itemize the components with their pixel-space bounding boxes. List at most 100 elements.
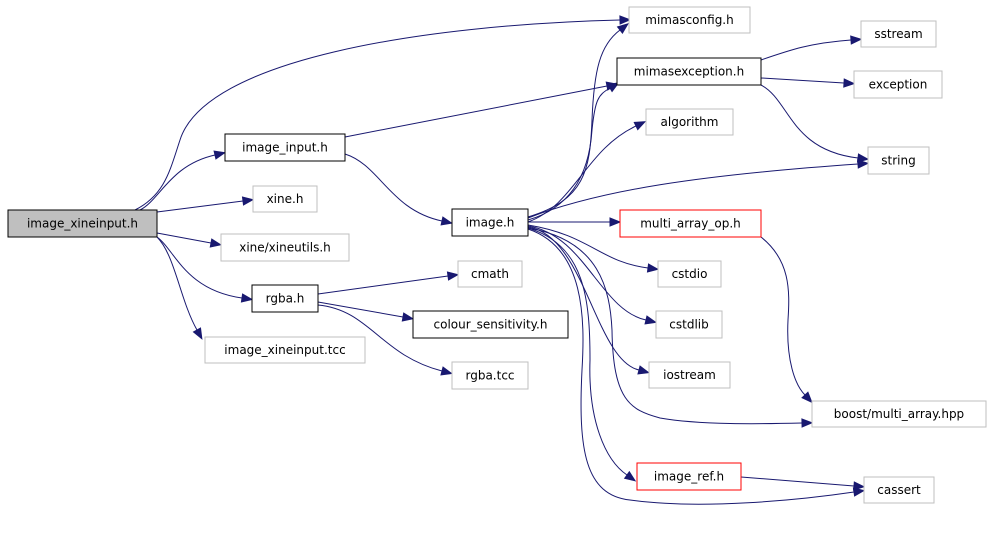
edge-line [527,228,855,505]
edge-line [344,85,608,138]
node-xine-h[interactable]: xine.h [252,185,318,213]
node-image-input-h[interactable]: image_input.h [224,133,346,162]
arrowhead-icon [633,121,647,131]
edge-line [527,163,859,219]
node-label: image_ref.h [654,470,724,484]
edge-line [139,154,216,211]
node-label: image.h [466,216,515,230]
node-label: mimasexception.h [634,65,744,79]
arrowhead-icon [209,238,223,248]
edge-image-h-to-mimasconfig-h [527,23,629,218]
edge-line [527,224,649,269]
edge-line [527,226,640,371]
node-label: rgba.h [266,292,305,306]
edge-rgba-h-to-colour-sensitivity-h [317,301,415,322]
edge-mimasexception-h-to-sstream [760,35,863,61]
arrowhead-icon [801,418,814,428]
arrowhead-icon [646,263,660,273]
node-sstream[interactable]: sstream [860,20,937,48]
edge-line [740,476,855,487]
node-image-h[interactable]: image.h [451,208,529,237]
edge-line [317,304,443,372]
node-mimasexception-h[interactable]: mimasexception.h [616,57,762,86]
edge-image-h-to-iostream [527,226,650,375]
node-exception[interactable]: exception [853,70,943,99]
node-label: cstdlib [669,318,708,332]
node-label: xine/xineutils.h [239,241,331,255]
edge-line [317,275,449,295]
node-image-xineinput-h[interactable]: image_xineinput.h [7,209,158,238]
edge-rgba-h-to-cmath [317,271,460,295]
arrowhead-icon [446,271,460,281]
node-label: cstdio [672,267,708,281]
edge-image-h-to-string [527,159,870,219]
arrowhead-icon [401,312,415,322]
node-cmath[interactable]: cmath [457,260,523,288]
edge-line [760,77,845,84]
node-label: boost/multi_array.hpp [834,407,964,421]
arrowhead-icon [609,217,622,227]
edge-image-xineinput-h-to-xineutils-h [156,232,223,248]
edge-line [760,84,859,159]
node-iostream[interactable]: iostream [648,361,731,389]
edge-image-xineinput-h-to-image-input-h [139,150,227,211]
arrowhead-icon [623,470,637,482]
node-label: multi_array_op.h [640,217,741,231]
arrowhead-icon [853,481,866,491]
edge-image-h-to-algorithm [527,121,647,223]
edge-line [760,39,852,61]
node-xine-xineutils-h[interactable]: xine/xineutils.h [220,233,350,262]
node-cassert[interactable]: cassert [863,476,935,504]
arrowhead-icon [440,366,453,376]
arrowhead-icon [801,391,813,404]
arrowhead-icon [856,153,870,163]
edge-image-h-to-mimasexception-h [527,82,620,221]
node-cstdlib[interactable]: cstdlib [655,310,723,339]
edge-line [134,19,621,211]
edge-image-h-to-boost-multi-array-hpp [527,227,814,428]
arrowhead-icon [637,365,650,375]
node-algorithm[interactable]: algorithm [645,108,734,136]
edge-image-h-to-image-ref-h [527,227,637,482]
node-image-ref-h[interactable]: image_ref.h [636,462,742,491]
edge-mimasexception-h-to-exception [760,77,856,88]
arrowhead-icon [619,15,632,25]
node-string[interactable]: string [867,146,930,175]
node-label: rgba.tcc [465,369,514,383]
node-rgba-tcc[interactable]: rgba.tcc [451,361,529,390]
node-label: algorithm [661,115,719,129]
edge-image-h-to-cstdio [527,224,660,273]
edge-line [156,232,212,244]
arrowhead-icon [440,216,454,226]
arrowhead-icon [213,150,227,160]
edge-line [156,200,244,213]
nodes-layer: image_xineinput.h image_input.h xine.h x… [7,6,987,504]
node-image-xineinput-tcc[interactable]: image_xineinput.tcc [204,336,366,364]
edges-layer [134,15,870,505]
node-rgba-h[interactable]: rgba.h [251,284,319,313]
edge-line [760,236,806,396]
edge-image-input-h-to-image-h [344,153,454,226]
node-multi-array-op-h[interactable]: multi_array_op.h [619,209,762,238]
edge-mimasexception-h-to-string [760,84,870,163]
edge-image-h-to-cstdlib [527,225,658,325]
node-label: iostream [663,368,716,382]
node-label: cmath [471,267,509,281]
node-colour-sensitivity-h[interactable]: colour_sensitivity.h [412,310,569,339]
arrowhead-icon [843,78,856,88]
node-boost-multi-array-hpp[interactable]: boost/multi_array.hpp [811,400,987,428]
node-label: image_xineinput.tcc [224,343,345,357]
edge-image-xineinput-h-to-rgba-h [156,236,254,303]
node-mimasconfig-h[interactable]: mimasconfig.h [628,6,751,34]
node-cstdio[interactable]: cstdio [657,260,722,288]
edge-line [527,125,637,223]
edge-image-xineinput-h-to-mimasconfig-h [134,15,632,211]
edge-image-xineinput-h-to-image-xineinput-tcc [156,236,203,340]
edge-image-ref-h-to-cassert [740,476,866,491]
edge-line [156,236,198,331]
edge-image-input-h-to-mimasexception-h [344,81,619,138]
edge-line [527,227,628,476]
arrowhead-icon [852,487,866,497]
node-label: mimasconfig.h [645,13,733,27]
